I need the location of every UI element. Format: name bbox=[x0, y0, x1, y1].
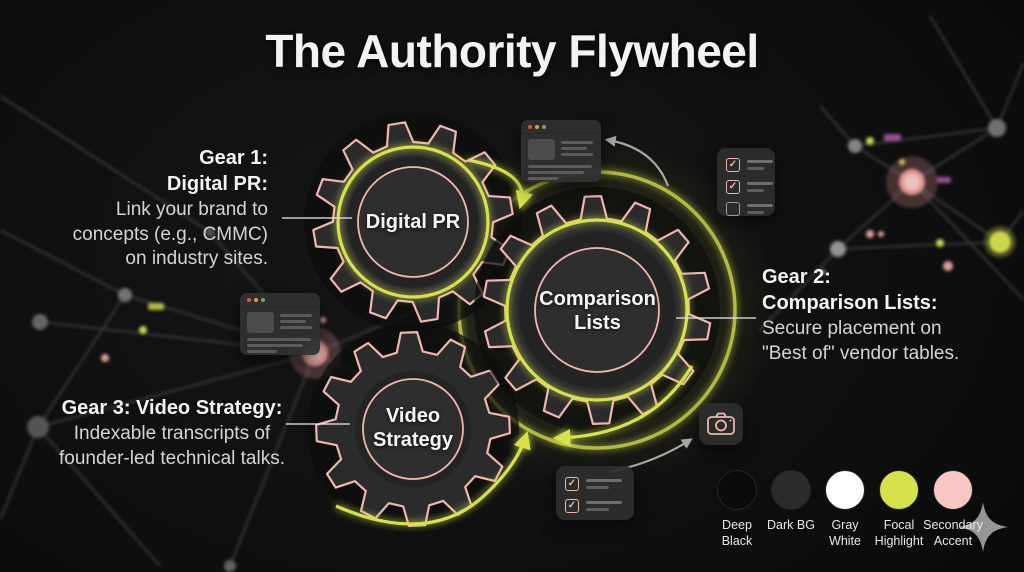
pointer-arrow bbox=[604, 135, 670, 187]
annotation-gear-3-heading: Gear 3: Video Strategy: bbox=[61, 397, 283, 419]
traffic-light-red-icon bbox=[528, 124, 532, 129]
annotation-gear-2-heading: Gear 2: Comparison Lists: bbox=[762, 266, 938, 314]
gear-video-strategy bbox=[315, 331, 511, 527]
annotation-gear-2: Gear 2: Comparison Lists: Secure placeme… bbox=[762, 264, 1002, 366]
gear-label-comparison-lists: Comparison Lists bbox=[539, 288, 656, 334]
legend-item-secondary-accent: Secondary Accent bbox=[923, 470, 983, 549]
checkbox-empty-icon bbox=[726, 202, 740, 216]
traffic-light-green-icon bbox=[542, 124, 546, 129]
annotation-gear-1-heading: Gear 1: Digital PR: bbox=[166, 147, 268, 195]
swatch-secondary-accent bbox=[933, 470, 973, 510]
annotation-gear-1: Gear 1: Digital PR: Link your brand to c… bbox=[18, 145, 268, 272]
checklist-icon: ✓ ✓ bbox=[717, 148, 775, 216]
traffic-light-green-icon bbox=[261, 297, 265, 302]
traffic-light-yellow-icon bbox=[254, 297, 258, 302]
swatch-deep-black bbox=[717, 470, 757, 510]
color-legend: Deep Black Dark BG Gray White Focal High… bbox=[710, 470, 983, 549]
camera-icon bbox=[699, 403, 743, 445]
browser-thumbnail bbox=[247, 312, 274, 333]
traffic-light-yellow-icon bbox=[535, 124, 539, 129]
legend-item-focal-highlight: Focal Highlight bbox=[872, 470, 926, 549]
browser-window-icon bbox=[521, 120, 601, 182]
annotation-gear-3: Gear 3: Video Strategy: Indexable transc… bbox=[42, 395, 302, 471]
legend-item-deep-black: Deep Black bbox=[710, 470, 764, 549]
checkbox-checked-icon: ✓ bbox=[565, 477, 579, 491]
traffic-light-red-icon bbox=[247, 297, 251, 302]
legend-item-dark-bg: Dark BG bbox=[764, 470, 818, 549]
gear-label-video-strategy: Video Strategy bbox=[372, 405, 454, 451]
flow-arrow bbox=[467, 158, 533, 210]
swatch-dark-bg bbox=[771, 470, 811, 510]
checkbox-checked-icon: ✓ bbox=[565, 499, 579, 513]
annotation-gear-1-body: Link your brand to concepts (e.g., CMMC)… bbox=[72, 199, 268, 270]
legend-label: Secondary Accent bbox=[923, 518, 983, 548]
browser-thumbnail bbox=[528, 139, 555, 160]
swatch-focal-highlight bbox=[879, 470, 919, 510]
flow-arrow bbox=[552, 365, 694, 447]
sparkle-icon bbox=[958, 502, 1008, 552]
swatch-gray-white bbox=[825, 470, 865, 510]
legend-label: Focal Highlight bbox=[874, 518, 924, 548]
browser-window-icon bbox=[240, 293, 320, 355]
gear-digital-pr bbox=[312, 121, 514, 323]
gear-label-digital-pr: Digital PR bbox=[365, 211, 461, 233]
checkbox-checked-icon: ✓ bbox=[726, 180, 740, 194]
page-title: The Authority Flywheel bbox=[265, 25, 759, 77]
legend-item-gray-white: Gray White bbox=[818, 470, 872, 549]
legend-label: Gray White bbox=[829, 518, 861, 548]
annotation-gear-2-body: Secure placement on "Best of" vendor tab… bbox=[762, 318, 960, 364]
flow-arrow bbox=[335, 430, 531, 526]
browser-titlebar bbox=[240, 293, 320, 307]
legend-label: Deep Black bbox=[721, 518, 753, 548]
gear-comparison-lists bbox=[482, 195, 712, 425]
browser-titlebar bbox=[521, 120, 601, 134]
checkbox-checked-icon: ✓ bbox=[726, 158, 740, 172]
checklist-icon: ✓ ✓ bbox=[556, 466, 634, 520]
annotation-gear-3-body: Indexable transcripts of founder-led tec… bbox=[58, 423, 285, 469]
legend-label: Dark BG bbox=[767, 518, 815, 532]
